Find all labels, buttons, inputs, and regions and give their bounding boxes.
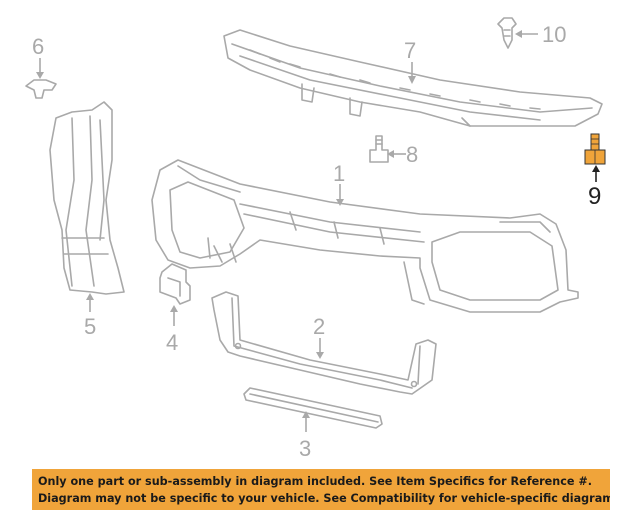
part-4-callout: 4 [166, 330, 178, 355]
part-3-arrow [302, 411, 310, 418]
part-2-arrow [316, 352, 324, 359]
disclaimer-line-1: Only one part or sub-assembly in diagram… [38, 475, 592, 488]
parts-diagram: 7 10 6 8 9 [25, 17, 606, 460]
part-1-callout: 1 [333, 161, 345, 186]
part-5-air-deflector [49, 101, 125, 295]
part-6-push-clip [25, 79, 57, 99]
part-5-callout: 5 [84, 314, 96, 339]
part-2-lower-tie-bar [211, 291, 437, 395]
part-10-arrow [515, 30, 522, 38]
part-6-callout: 6 [32, 34, 44, 59]
disclaimer-line-2: Diagram may not be specific to your vehi… [38, 492, 610, 505]
part-10-callout: 10 [542, 22, 566, 47]
disclaimer-banner: Only one part or sub-assembly in diagram… [32, 469, 610, 510]
part-2-callout: 2 [313, 314, 325, 339]
part-6-arrow [36, 72, 44, 79]
part-9-callout: 9 [588, 183, 601, 210]
part-4-arrow [170, 305, 178, 312]
part-1-radiator-support [151, 159, 579, 313]
part-4-bracket [159, 263, 191, 305]
part-7-callout: 7 [404, 38, 416, 63]
part-9-arrow [592, 165, 600, 172]
part-5-arrow [86, 293, 94, 300]
part-3-lower-deflector [243, 387, 383, 429]
part-8-bolt [369, 135, 389, 163]
part-9-bolt [584, 133, 606, 165]
part-1-arrow [336, 199, 344, 206]
part-3-callout: 3 [299, 436, 311, 460]
part-8-callout: 8 [406, 142, 418, 167]
part-7-arrow [408, 76, 416, 84]
part-8-arrow [387, 150, 394, 158]
part-10-push-clip [497, 17, 517, 49]
